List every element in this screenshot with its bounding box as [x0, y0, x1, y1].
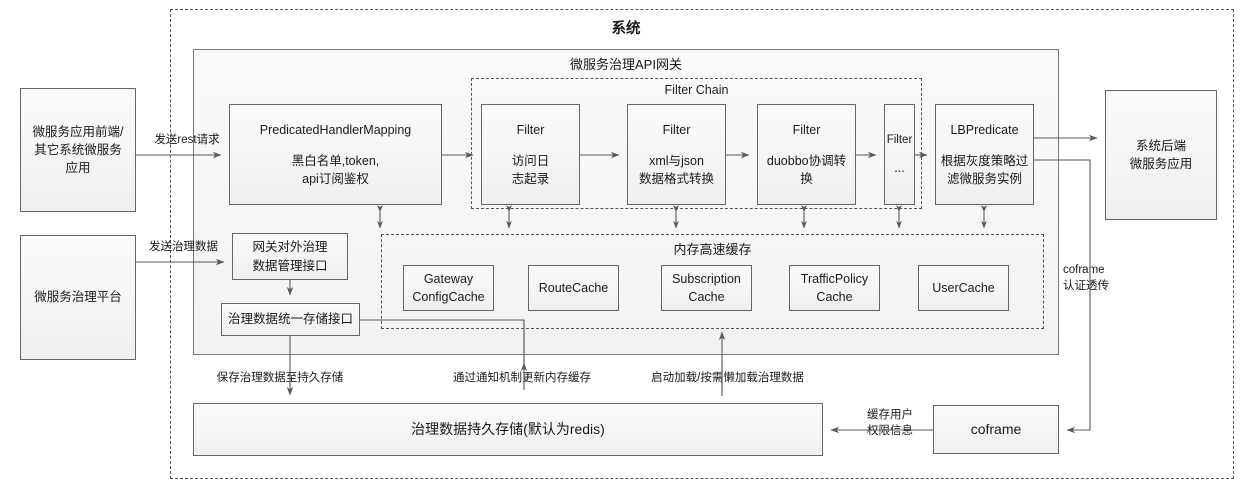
- edge-label-send-governance-data: 发送治理数据: [149, 241, 218, 253]
- frontend-line-1: 微服务应用前端/: [32, 124, 124, 139]
- cache-user: UserCache: [918, 265, 1009, 311]
- cache-1-line-1: RouteCache: [538, 280, 609, 295]
- backend-line-2: 微服务应用: [1129, 157, 1193, 171]
- filter-3-title: Filter: [792, 122, 821, 137]
- cache-route: RouteCache: [528, 265, 619, 311]
- edge-label-startup-lazy-load: 启动加载/按需懒加载治理数据: [651, 372, 804, 384]
- frontend-line-2: 其它系统微服务: [34, 142, 122, 157]
- cache-2-line-2: Cache: [688, 290, 725, 304]
- edge-label-coframe-auth-passthrough: coframe 认证透传: [1063, 263, 1143, 294]
- coframe-node: coframe: [933, 405, 1059, 454]
- filter-more: Filter ...: [884, 104, 915, 205]
- filter-chain-region: [471, 78, 922, 209]
- gateway-mgmt-interface: 网关对外治理 数据管理接口: [232, 233, 348, 280]
- filter-4-sub-1: ...: [894, 160, 905, 175]
- system-title: 系统: [611, 21, 641, 37]
- filter-xml-json: Filter xml与json 数据格式转换: [627, 104, 726, 205]
- api-gateway-title: 微服务治理API网关: [570, 57, 682, 72]
- lbpredicate-sub-1: 根据灰度策略过: [940, 153, 1029, 168]
- handler-sub-2: api订阅鉴权: [302, 172, 369, 187]
- system-boundary: [170, 9, 1234, 479]
- persistence-label: 治理数据持久存储(默认为redis): [411, 421, 605, 438]
- edge-label-cache-user-permission: 缓存用户 权限信息: [850, 408, 930, 439]
- cache-subscription: Subscription Cache: [661, 265, 752, 311]
- filter-dubbo: Filter duobbo协调转 换: [757, 104, 856, 205]
- filter-2-title: Filter: [662, 122, 691, 137]
- cache-0-line-2: ConfigCache: [412, 290, 485, 304]
- unified-storage-interface: 治理数据统一存储接口: [221, 303, 360, 336]
- handler-sub-1: 黑白名单,token,: [291, 153, 380, 168]
- filter-access-log: Filter 访问日 志起录: [481, 104, 580, 205]
- filter-chain-title: Filter Chain: [664, 83, 729, 97]
- cache-user-perm-line-2: 权限信息: [867, 424, 913, 437]
- filter-2-sub-1: xml与json: [649, 153, 704, 168]
- cache-gateway-config: Gateway ConfigCache: [403, 265, 494, 311]
- filter-3-sub-1: duobbo协调转: [766, 153, 847, 168]
- memory-cache-title: 内存高速缓存: [673, 242, 752, 257]
- persistence-store: 治理数据持久存储(默认为redis): [193, 403, 823, 456]
- edge-label-save-to-persistence: 保存治理数据至持久存储: [216, 372, 344, 384]
- coframe-label: coframe: [970, 421, 1022, 438]
- filter-4-title: Filter: [886, 134, 913, 147]
- filter-1-title: Filter: [516, 122, 545, 137]
- filter-1-sub-1: 访问日: [511, 153, 550, 168]
- external-node-platform: 微服务治理平台: [20, 235, 136, 360]
- external-node-backend: 系统后端 微服务应用: [1105, 90, 1217, 220]
- cache-user-perm-line-1: 缓存用户: [867, 409, 913, 421]
- filter-1-sub-2: 志起录: [511, 172, 550, 187]
- edge-label-send-rest-request: 发送rest请求: [154, 134, 220, 146]
- cache-4-line-1: UserCache: [932, 280, 995, 295]
- cache-0-line-1: Gateway: [423, 271, 474, 286]
- frontend-line-3: 应用: [65, 161, 91, 176]
- coframe-auth-line-1: coframe: [1063, 264, 1105, 276]
- handler-title: PredicatedHandlerMapping: [259, 122, 412, 137]
- platform-label: 微服务治理平台: [34, 290, 122, 305]
- filter-2-sub-2: 数据格式转换: [638, 172, 714, 187]
- edge-label-update-cache-via-notify: 通过通知机制更新内存缓存: [453, 372, 591, 384]
- coframe-auth-line-2: 认证透传: [1063, 279, 1109, 292]
- lbpredicate-sub-2: 滤微服务实例: [946, 172, 1022, 187]
- lb-predicate: LBPredicate 根据灰度策略过 滤微服务实例: [935, 104, 1034, 205]
- lbpredicate-title: LBPredicate: [950, 122, 1019, 137]
- cache-traffic-policy: TrafficPolicy Cache: [789, 265, 880, 311]
- storage-if-label: 治理数据统一存储接口: [227, 312, 353, 327]
- external-node-frontend: 微服务应用前端/ 其它系统微服务 应用: [20, 88, 136, 212]
- predicated-handler-mapping: PredicatedHandlerMapping 黑白名单,token, api…: [229, 104, 442, 205]
- backend-line-1: 系统后端: [1135, 138, 1186, 153]
- filter-3-sub-2: 换: [800, 172, 813, 187]
- mgmt-line-2: 数据管理接口: [252, 258, 328, 273]
- mgmt-line-1: 网关对外治理: [252, 240, 328, 255]
- cache-3-line-2: Cache: [816, 290, 853, 304]
- cache-2-line-1: Subscription: [672, 271, 741, 286]
- cache-3-line-1: TrafficPolicy: [800, 271, 869, 286]
